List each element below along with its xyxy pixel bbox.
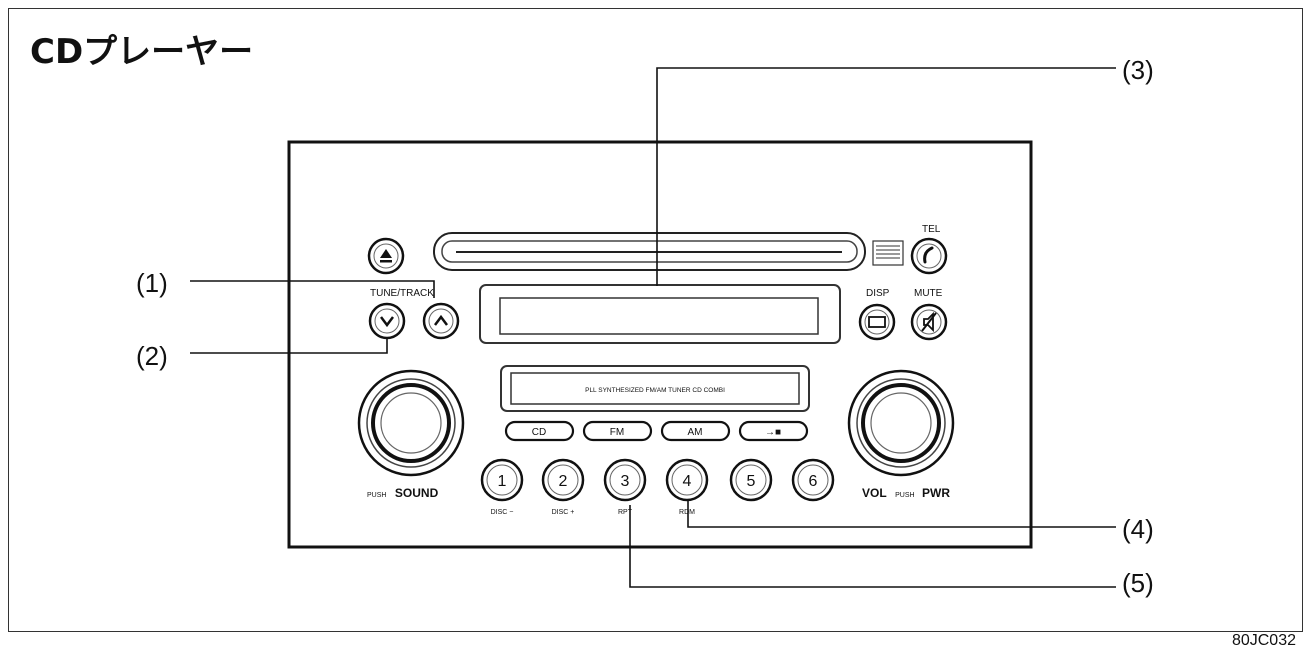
leader-lines: [190, 67, 1116, 588]
leader-line-3: [656, 67, 1116, 286]
preset-button-3[interactable]: 3: [603, 458, 647, 502]
mute-label: MUTE: [914, 288, 943, 299]
callout-2: (2): [136, 341, 168, 371]
tel-label: TEL: [922, 224, 941, 235]
svg-text:2: 2: [559, 473, 568, 490]
head-unit-panel: [287, 140, 1033, 549]
tuner-strip-text: PLL SYNTHESIZED FM/AM TUNER CD COMBI: [585, 387, 725, 394]
preset-sublabel-disc-plus: DISC +: [552, 509, 575, 516]
mute-icon: [921, 311, 937, 333]
aux-icon: →■: [765, 427, 781, 438]
preset-button-1[interactable]: 1: [480, 458, 524, 502]
preset-button-4[interactable]: 4: [665, 458, 709, 502]
eject-button[interactable]: [367, 237, 405, 275]
tel-button[interactable]: [910, 237, 948, 275]
callout-4: (4): [1122, 514, 1154, 544]
mode-button-aux[interactable]: →■: [738, 420, 809, 442]
leader-line-4: [687, 500, 1116, 528]
eject-icon: [380, 249, 392, 258]
disp-label: DISP: [866, 288, 890, 299]
leader-line-5: [629, 505, 1116, 588]
volume-knob[interactable]: [847, 369, 955, 477]
mode-button-am[interactable]: AM: [660, 420, 731, 442]
cd-slot: [433, 232, 866, 271]
tuner-label-strip: PLL SYNTHESIZED FM/AM TUNER CD COMBI: [500, 365, 810, 412]
tune-track-label: TUNE/TRACK: [370, 288, 434, 299]
svg-text:1: 1: [498, 473, 507, 490]
preset-sublabel-disc-minus: DISC −: [491, 509, 514, 516]
figure-title: CDプレーヤー: [30, 32, 254, 72]
cd-logo-icon: [872, 240, 904, 266]
mode-button-cd[interactable]: CD: [504, 420, 575, 442]
callout-3: (3): [1122, 55, 1154, 85]
figure-code: 80JC032: [1231, 632, 1296, 649]
chevron-up-icon: [434, 314, 448, 326]
sound-knob[interactable]: [357, 369, 465, 477]
callout-5: (5): [1122, 568, 1154, 598]
preset-button-2[interactable]: 2: [541, 458, 585, 502]
display-icon: [868, 316, 886, 328]
disp-button[interactable]: [858, 303, 896, 341]
tune-down-button[interactable]: [368, 302, 406, 340]
callout-1: (1): [136, 268, 168, 298]
svg-text:CD: CD: [532, 427, 546, 438]
svg-text:AM: AM: [688, 427, 703, 438]
preset-sublabel-rdm: RDM: [679, 509, 695, 516]
leader-line-2: [190, 338, 388, 354]
svg-text:6: 6: [809, 473, 818, 490]
figure-frame: [8, 8, 1303, 632]
volume-knob-label: VOL PUSH PWR: [862, 484, 950, 501]
preset-button-5[interactable]: 5: [729, 458, 773, 502]
preset-sublabel-rpt: RPT: [618, 509, 633, 516]
svg-text:FM: FM: [610, 427, 624, 438]
svg-text:3: 3: [621, 473, 630, 490]
leader-line-1: [190, 280, 435, 298]
tune-up-button[interactable]: [422, 302, 460, 340]
chevron-down-icon: [380, 316, 394, 328]
phone-icon: [923, 246, 934, 264]
preset-button-6[interactable]: 6: [791, 458, 835, 502]
svg-text:4: 4: [683, 473, 692, 490]
mute-button[interactable]: [910, 303, 948, 341]
mode-button-fm[interactable]: FM: [582, 420, 653, 442]
display-window: [479, 284, 841, 344]
sound-knob-label: PUSH SOUND: [367, 484, 439, 501]
svg-text:5: 5: [747, 473, 756, 490]
